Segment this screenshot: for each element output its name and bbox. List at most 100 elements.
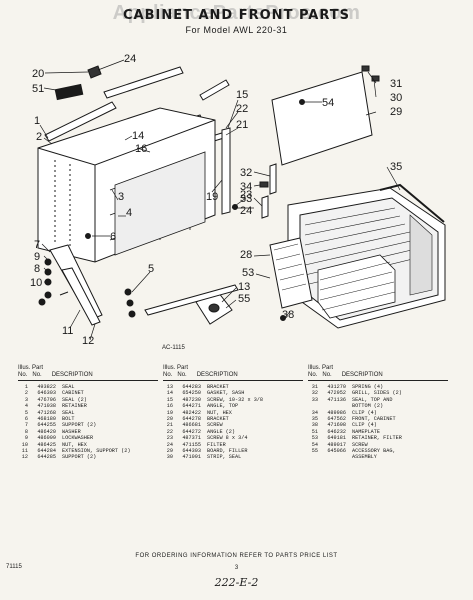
table-row: 38 471698 CLIP (4) [308,422,448,428]
callout-32: 32 [240,167,252,179]
callout-30: 30 [390,92,402,104]
illus-number: 51 [311,428,318,435]
illus-number: 55 [311,448,318,455]
illus-number: 54 [311,441,318,448]
part-description: SPRING (4) [352,384,384,390]
callout-23: 23 [240,189,252,201]
exploded-view-drawing: 20 24 51 1 2 14 16 15 22 21 31 30 29 54 … [30,53,446,345]
illus-number: 11 [21,448,28,455]
callout-5: 5 [148,263,154,275]
callout-2: 2 [36,131,42,143]
illus-number: 30 [166,454,173,461]
part-number: 471268 [37,409,56,416]
illus-number: 34 [311,409,318,416]
callout-3: 3 [118,191,124,203]
part-number: 644278 [182,416,201,423]
part-number: 489017 [327,441,346,448]
part-number: 654250 [182,390,201,397]
part-description: CLIP (4) [352,409,377,416]
table-header: Illus. Part No. No. DESCRIPTION [163,365,303,381]
part-number: 471091 [182,454,201,461]
part-description: BOLT [62,416,75,423]
part-number: 644303 [182,448,201,455]
part-description: NAMEPLATE [352,428,381,435]
part-description: RETAINER, FILTER [352,435,402,442]
table-row: BOTTOM (2) [308,403,448,409]
part-number: 645066 [327,448,346,455]
part-description: CABINET [62,390,84,397]
part-description: STRIP, SEAL [207,454,242,461]
part-description: SCREW, 10-32 x 3/8 [207,396,264,403]
part-description: BOARD, FILLER [207,448,248,455]
leader-lines [39,59,401,341]
table-row: 3 476796 SEAL (2) [18,397,158,403]
part-number: 471038 [37,403,56,410]
callout-22: 22 [236,103,248,115]
callout-1: 1 [34,115,40,127]
part-bolts-washers [38,99,305,321]
illus-number: 9 [24,435,28,442]
part-description: ANGLE (2) [207,428,236,435]
part-nameplate [54,83,84,101]
illus-number: 3 [24,396,28,403]
illus-number: 23 [166,435,173,442]
part-description: BRACKET [207,416,229,423]
callout-6: 6 [110,231,116,243]
part-description: FRONT, CABINET [352,416,396,423]
callout-15: 15 [236,89,248,101]
table-row: 22 644272 ANGLE (2) [163,429,303,435]
part-description: FILTER [207,441,226,448]
illus-number: 22 [166,428,173,435]
illus-number: 31 [311,384,318,390]
illus-number: 12 [21,454,28,461]
callout-9: 9 [34,251,40,263]
part-grill-sides [259,163,277,219]
page-subtitle: For Model AWL 220-31 [185,25,288,35]
part-number: 487371 [182,435,201,442]
callout-10: 10 [30,277,42,289]
part-number: 482422 [182,409,201,416]
part-number: 471698 [327,422,346,429]
callout-24b: 24 [240,205,252,217]
callout-12: 12 [82,335,94,345]
part-number: 644272 [182,428,201,435]
callout-38: 38 [282,309,294,321]
part-number: 468180 [37,416,56,423]
callout-16: 16 [135,143,147,155]
part-description: SEAL, TOP AND [352,396,393,403]
part-description: CLIP (4) [352,422,377,429]
part-description: SCREW 8 x 3/4 [207,435,248,442]
callout-54: 54 [322,97,334,109]
part-number: 476796 [37,396,56,403]
part-description: WASHER [62,428,81,435]
part-number: 471136 [327,396,346,403]
illus-number: 38 [311,422,318,429]
part-description: SEAL (2) [62,396,87,403]
part-filter [269,237,313,309]
part-description: ANGLE, TOP [207,403,239,410]
part-number: 646303 [37,390,56,397]
callout-7: 7 [34,239,40,251]
illus-number: 29 [166,448,173,455]
part-description: NUT, HEX [207,409,232,416]
callout-labels: 20 24 51 1 2 14 16 15 22 21 31 30 29 54 … [30,53,402,345]
part-description: BOTTOM (2) [352,403,384,410]
part-supports-left [49,244,103,326]
illus-number: 8 [24,428,28,435]
illus-number: 1 [24,384,28,390]
part-description: RETAINER [62,403,87,410]
part-filler-board [271,71,373,166]
part-bracket-top-left [87,65,102,79]
